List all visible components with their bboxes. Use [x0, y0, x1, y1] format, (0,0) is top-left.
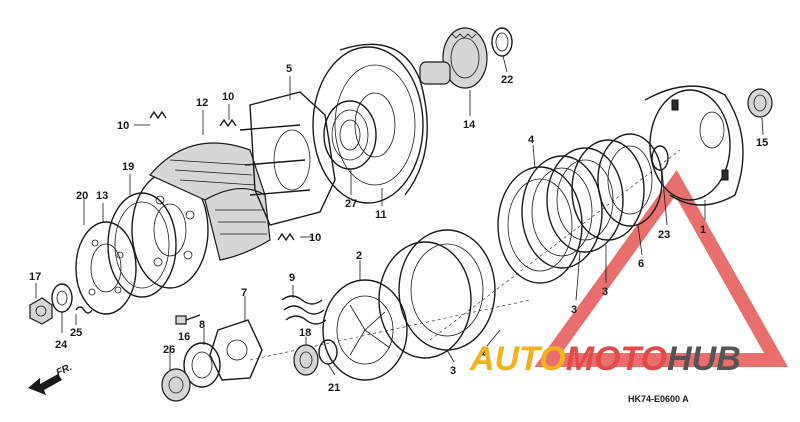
- part-4-clutch-plates: [398, 155, 603, 351]
- part-22-washer: [491, 27, 513, 57]
- label-part-23: 23: [658, 229, 670, 241]
- label-part-1: 1: [700, 224, 706, 236]
- part-16-bolt: [175, 314, 201, 325]
- watermark-text: AUTOMOTOHUB: [469, 340, 741, 378]
- part-15-collar: [747, 88, 773, 118]
- part-7-gasket: [209, 319, 263, 381]
- label-part-3: 3: [571, 304, 577, 316]
- part-2-clutch-center: [322, 279, 408, 381]
- watermark-part-a: AUTO: [469, 340, 566, 378]
- part-10-spring-lower: [277, 232, 295, 242]
- watermark-triangle: [534, 170, 788, 367]
- label-part-5: 5: [286, 63, 292, 75]
- label-part-18: 18: [299, 327, 311, 339]
- part-25-pin: [75, 306, 93, 314]
- part-26-oil-seal: [161, 368, 191, 402]
- part-27-one-way-clutch: [323, 100, 377, 170]
- label-part-27: 27: [345, 198, 357, 210]
- label-part-21: 21: [328, 382, 340, 394]
- label-part-10: 10: [309, 232, 321, 244]
- part-20-lifter-plate: [75, 221, 137, 315]
- label-part-7: 7: [241, 287, 247, 299]
- label-part-22: 22: [501, 74, 513, 86]
- front-direction-arrow: FR.: [28, 362, 74, 395]
- watermark-part-b: MOTO: [566, 340, 667, 378]
- label-part-10: 10: [117, 120, 129, 132]
- part-14-primary-gear: [419, 27, 488, 89]
- label-part-11: 11: [375, 209, 387, 221]
- part-13-friction-plate: [107, 192, 177, 298]
- part-21-snap-ring: [318, 339, 338, 365]
- direction-label: FR.: [55, 362, 74, 379]
- part-18-bearing: [293, 344, 319, 376]
- label-part-25: 25: [70, 327, 82, 339]
- label-part-8: 8: [199, 319, 205, 331]
- part-24-washer: [51, 283, 73, 313]
- part-6-judder-spring: [597, 133, 663, 227]
- part-3-friction-disks: [378, 139, 645, 359]
- label-part-17: 17: [29, 271, 41, 283]
- part-12-clutch-weight: [149, 142, 271, 261]
- part-11-clutch-drum: [312, 43, 428, 204]
- label-part-6: 6: [638, 258, 644, 270]
- label-part-19: 19: [122, 161, 134, 173]
- label-part-3: 3: [450, 365, 456, 377]
- label-part-4: 4: [528, 134, 535, 146]
- label-part-14: 14: [463, 119, 476, 131]
- diagram-code: HK74-E0600 A: [628, 394, 689, 404]
- label-part-15: 15: [756, 137, 768, 149]
- part-8-plate: [183, 342, 221, 388]
- part-labels: 10 10 12 5 19 13 20 10 17 24 25 7 16 8 9…: [29, 63, 768, 394]
- label-part-4: 4: [482, 348, 489, 360]
- label-part-9: 9: [289, 272, 295, 284]
- label-part-20: 20: [76, 190, 88, 202]
- label-part-16: 16: [178, 331, 190, 343]
- label-part-3: 3: [602, 286, 608, 298]
- watermark-part-c: HUB: [667, 340, 741, 378]
- leader-lines: [35, 55, 764, 376]
- label-part-12: 12: [196, 97, 208, 109]
- svg-text:AUTOMOTOHUB: AUTOMOTOHUB: [469, 340, 741, 378]
- label-part-2: 2: [356, 250, 362, 262]
- label-part-24: 24: [55, 339, 68, 351]
- part-9-clutch-spring: [281, 295, 327, 325]
- label-part-10: 10: [222, 91, 234, 103]
- part-23-seat: [651, 145, 669, 171]
- part-17-lock-nut: [29, 297, 53, 325]
- part-10-spring-upper: [149, 110, 237, 128]
- part-5-drive-plate: [239, 91, 336, 226]
- label-part-13: 13: [96, 190, 108, 202]
- label-part-26: 26: [163, 344, 175, 356]
